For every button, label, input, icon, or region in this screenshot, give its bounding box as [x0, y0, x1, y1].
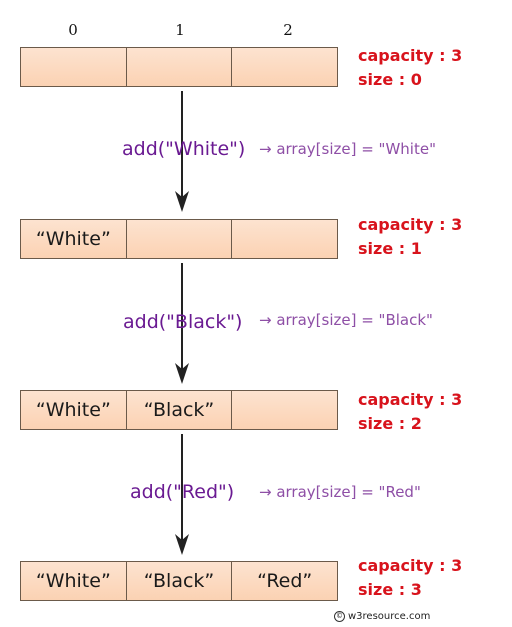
capacity-label: capacity : 3	[358, 215, 463, 234]
footer-credit: © w3resource.com	[334, 611, 430, 622]
array-cell	[126, 220, 233, 258]
index-label-0: 0	[68, 21, 78, 39]
array-state-1: “White”	[20, 219, 338, 259]
capacity-label: capacity : 3	[358, 46, 463, 65]
array-cell	[21, 48, 127, 86]
array-cell	[232, 48, 338, 86]
array-cell: “Black”	[126, 562, 233, 600]
size-label: size : 1	[358, 239, 422, 258]
assignment-note-1: → array[size] = "White"	[259, 140, 436, 158]
copyright-icon: ©	[334, 611, 345, 622]
array-cell	[232, 391, 338, 429]
array-cell: “White”	[21, 391, 127, 429]
state-info-3: capacity : 3 size : 3	[358, 554, 462, 602]
add-operation-1: add("White")	[122, 138, 246, 160]
capacity-label: capacity : 3	[358, 390, 463, 409]
array-state-3: “White” “Black” “Red”	[20, 561, 338, 601]
add-operation-3: add("Red")	[130, 481, 235, 503]
array-cell	[232, 220, 338, 258]
array-state-2: “White” “Black”	[20, 390, 338, 430]
state-info-0: capacity : 3 size : 0	[358, 44, 462, 92]
state-info-1: capacity : 3 size : 1	[358, 213, 462, 261]
size-label: size : 2	[358, 414, 422, 433]
array-state-0	[20, 47, 338, 87]
footer-text: w3resource.com	[348, 611, 431, 622]
index-label-1: 1	[175, 21, 185, 39]
array-cell	[126, 48, 233, 86]
size-label: size : 3	[358, 580, 422, 599]
down-arrow	[175, 434, 189, 555]
down-arrow	[175, 263, 189, 384]
down-arrow	[175, 91, 189, 212]
array-cell: “Black”	[126, 391, 233, 429]
capacity-label: capacity : 3	[358, 556, 463, 575]
add-operation-2: add("Black")	[123, 311, 243, 333]
assignment-note-2: → array[size] = "Black"	[259, 311, 433, 329]
index-label-2: 2	[283, 21, 293, 39]
array-cell: “White”	[21, 220, 127, 258]
array-cell: “White”	[21, 562, 127, 600]
size-label: size : 0	[358, 70, 422, 89]
assignment-note-3: → array[size] = "Red"	[259, 483, 421, 501]
array-cell: “Red”	[232, 562, 338, 600]
state-info-2: capacity : 3 size : 2	[358, 388, 462, 436]
